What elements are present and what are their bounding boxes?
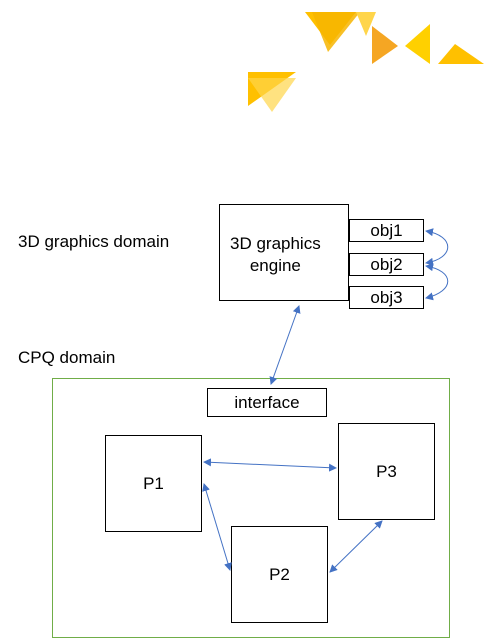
graphics-engine-box[interactable]: 3D graphics engine [219, 204, 349, 301]
p3-box[interactable]: P3 [338, 423, 435, 520]
p1-label: P1 [143, 473, 164, 493]
p1-box[interactable]: P1 [105, 435, 202, 532]
interface-label: interface [234, 392, 300, 412]
arrow-p1-p3 [203, 458, 337, 472]
logo-triangle-4 [372, 26, 398, 64]
p2-box[interactable]: P2 [231, 526, 328, 623]
cpq-domain-label: CPQ domain [18, 348, 116, 367]
logo-triangle-2 [312, 12, 360, 52]
logo-triangle-5 [405, 24, 430, 64]
obj2-label: obj2 [370, 254, 403, 274]
obj3-box[interactable]: obj3 [349, 286, 424, 309]
obj3-label: obj3 [370, 287, 403, 307]
engine-label-line1: 3D graphics [230, 234, 321, 253]
arrow-p2-p3 [329, 520, 383, 573]
logo-triangle-6 [438, 44, 484, 64]
arrow-engine-interface [269, 305, 301, 385]
interface-box[interactable]: interface [207, 388, 327, 417]
p3-label: P3 [376, 461, 397, 481]
engine-label-line2: engine [249, 256, 301, 275]
obj1-label: obj1 [370, 220, 403, 240]
graphics-domain-label: 3D graphics domain [18, 232, 170, 251]
arrow-obj2-obj3 [425, 263, 448, 301]
p2-label: P2 [269, 564, 290, 584]
obj2-box[interactable]: obj2 [349, 253, 424, 276]
logo-triangle-3 [356, 12, 376, 36]
obj1-box[interactable]: obj1 [349, 219, 424, 242]
logo-triangle-8 [248, 78, 296, 112]
arrow-p1-p2 [202, 483, 232, 571]
arrow-obj1-obj2 [425, 228, 448, 266]
